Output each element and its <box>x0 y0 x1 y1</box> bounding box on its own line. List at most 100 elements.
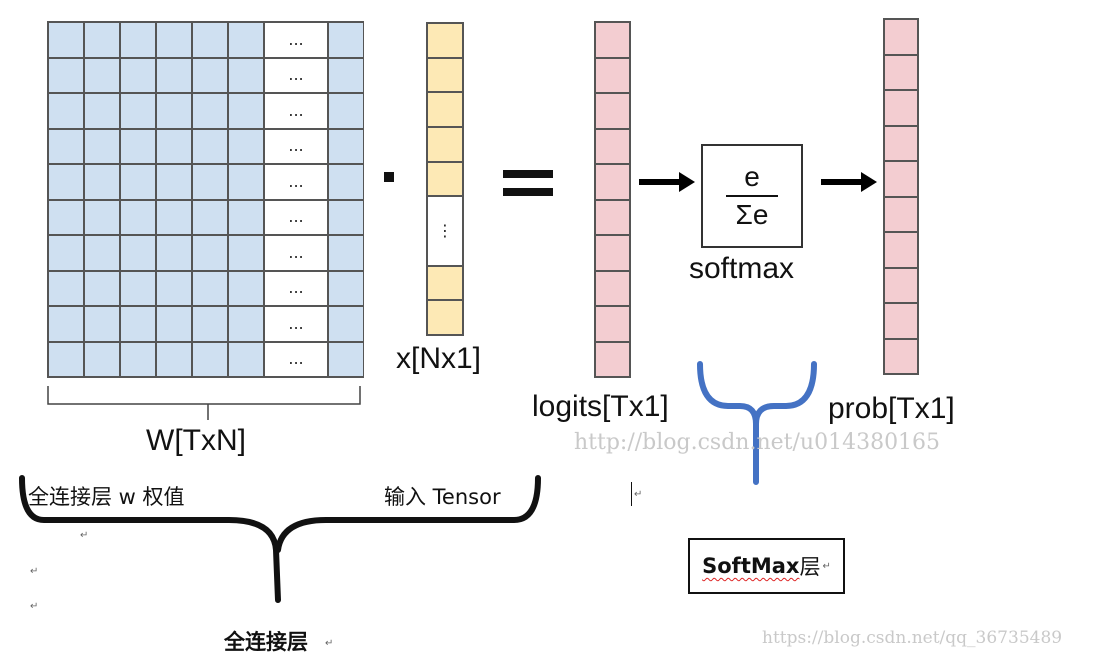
matrix-cell <box>120 341 156 377</box>
logits-cell <box>595 57 630 93</box>
matrix-cell <box>192 22 228 58</box>
matrix-cell <box>328 128 364 164</box>
matrix-cell <box>120 306 156 342</box>
matrix-ellipsis-cell: ... <box>264 93 328 129</box>
matrix-cell <box>48 164 84 200</box>
matrix-cell <box>192 306 228 342</box>
matrix-cell <box>228 22 264 58</box>
matrix-cell <box>120 164 156 200</box>
matrix-cell <box>328 57 364 93</box>
matrix-cell <box>48 235 84 271</box>
matrix-cell <box>328 235 364 271</box>
matrix-cell <box>48 128 84 164</box>
prob-cell <box>884 232 918 268</box>
matrix-cell <box>48 57 84 93</box>
matrix-cell <box>228 235 264 271</box>
matrix-cell <box>192 270 228 306</box>
matrix-cell <box>156 199 192 235</box>
vector-cell <box>427 300 463 335</box>
matrix-cell <box>84 22 120 58</box>
softmax-label: softmax <box>689 252 795 285</box>
softmax-brace <box>697 361 817 485</box>
softmax-layer-name: SoftMax <box>702 554 800 578</box>
fraction-bar <box>726 195 778 197</box>
matrix-cell <box>192 199 228 235</box>
matrix-cell <box>228 199 264 235</box>
matrix-cell <box>328 341 364 377</box>
matrix-cell <box>156 164 192 200</box>
logits-cell <box>595 128 630 164</box>
matrix-bracket <box>47 386 361 420</box>
matrix-cell <box>156 22 192 58</box>
matrix-cell <box>328 199 364 235</box>
text-cursor <box>631 482 632 506</box>
equals-operator: = <box>503 170 553 196</box>
watermark-center: http://blog.csdn.net/u014380165 <box>574 430 941 455</box>
matrix-cell <box>192 164 228 200</box>
logits-cell <box>595 306 630 342</box>
matrix-cell <box>48 22 84 58</box>
vector-cell <box>427 92 463 127</box>
matrix-cell <box>328 270 364 306</box>
matrix-ellipsis-cell: ... <box>264 341 328 377</box>
matrix-cell <box>156 93 192 129</box>
dot-operator: · <box>384 172 394 182</box>
matrix-cell <box>84 235 120 271</box>
matrix-cell <box>120 128 156 164</box>
matrix-cell <box>156 57 192 93</box>
arrow-to-softmax <box>639 172 695 192</box>
matrix-cell <box>84 270 120 306</box>
return-mark: ↵ <box>822 560 831 572</box>
return-mark: ↵ <box>30 601 39 612</box>
matrix-cell <box>328 93 364 129</box>
return-mark: ↵ <box>634 489 643 500</box>
matrix-cell <box>120 270 156 306</box>
fc-layer-annotation: 全连接层 <box>224 630 308 654</box>
input-vector: ⋮ <box>426 22 464 336</box>
softmax-layer-box: SoftMax 层 ↵ <box>688 538 845 594</box>
logits-cell <box>595 164 630 200</box>
matrix-cell <box>84 164 120 200</box>
matrix-cell <box>48 270 84 306</box>
logits-cell <box>595 22 630 58</box>
logits-label: logits[Tx1] <box>532 390 669 423</box>
logits-cell <box>595 270 630 306</box>
vector-cell <box>427 127 463 162</box>
matrix-cell <box>120 57 156 93</box>
matrix-ellipsis-cell: ... <box>264 235 328 271</box>
matrix-cell <box>156 270 192 306</box>
weight-matrix: .............................. <box>47 21 364 378</box>
weight-matrix-label: W[TxN] <box>146 424 246 457</box>
matrix-cell <box>48 341 84 377</box>
matrix-cell <box>156 306 192 342</box>
vector-vdots-cell: ⋮ <box>427 196 463 266</box>
matrix-cell <box>84 93 120 129</box>
fc-brace <box>19 475 541 603</box>
prob-cell <box>884 303 918 339</box>
matrix-cell <box>120 93 156 129</box>
matrix-ellipsis-cell: ... <box>264 199 328 235</box>
matrix-cell <box>192 341 228 377</box>
prob-cell <box>884 125 918 161</box>
matrix-cell <box>228 270 264 306</box>
matrix-cell <box>192 235 228 271</box>
matrix-cell <box>84 128 120 164</box>
matrix-cell <box>228 306 264 342</box>
logits-cell <box>595 199 630 235</box>
prob-cell <box>884 19 918 55</box>
return-mark: ↵ <box>80 530 89 541</box>
vector-cell <box>427 57 463 93</box>
matrix-cell <box>156 235 192 271</box>
matrix-cell <box>84 341 120 377</box>
matrix-cell <box>192 128 228 164</box>
matrix-cell <box>228 128 264 164</box>
matrix-ellipsis-cell: ... <box>264 164 328 200</box>
prob-label: prob[Tx1] <box>828 392 955 425</box>
matrix-cell <box>228 164 264 200</box>
vector-cell <box>427 161 463 197</box>
matrix-cell <box>328 164 364 200</box>
prob-cell <box>884 196 918 232</box>
matrix-cell <box>48 93 84 129</box>
softmax-function-box: e Σe <box>701 144 803 248</box>
matrix-cell <box>48 199 84 235</box>
